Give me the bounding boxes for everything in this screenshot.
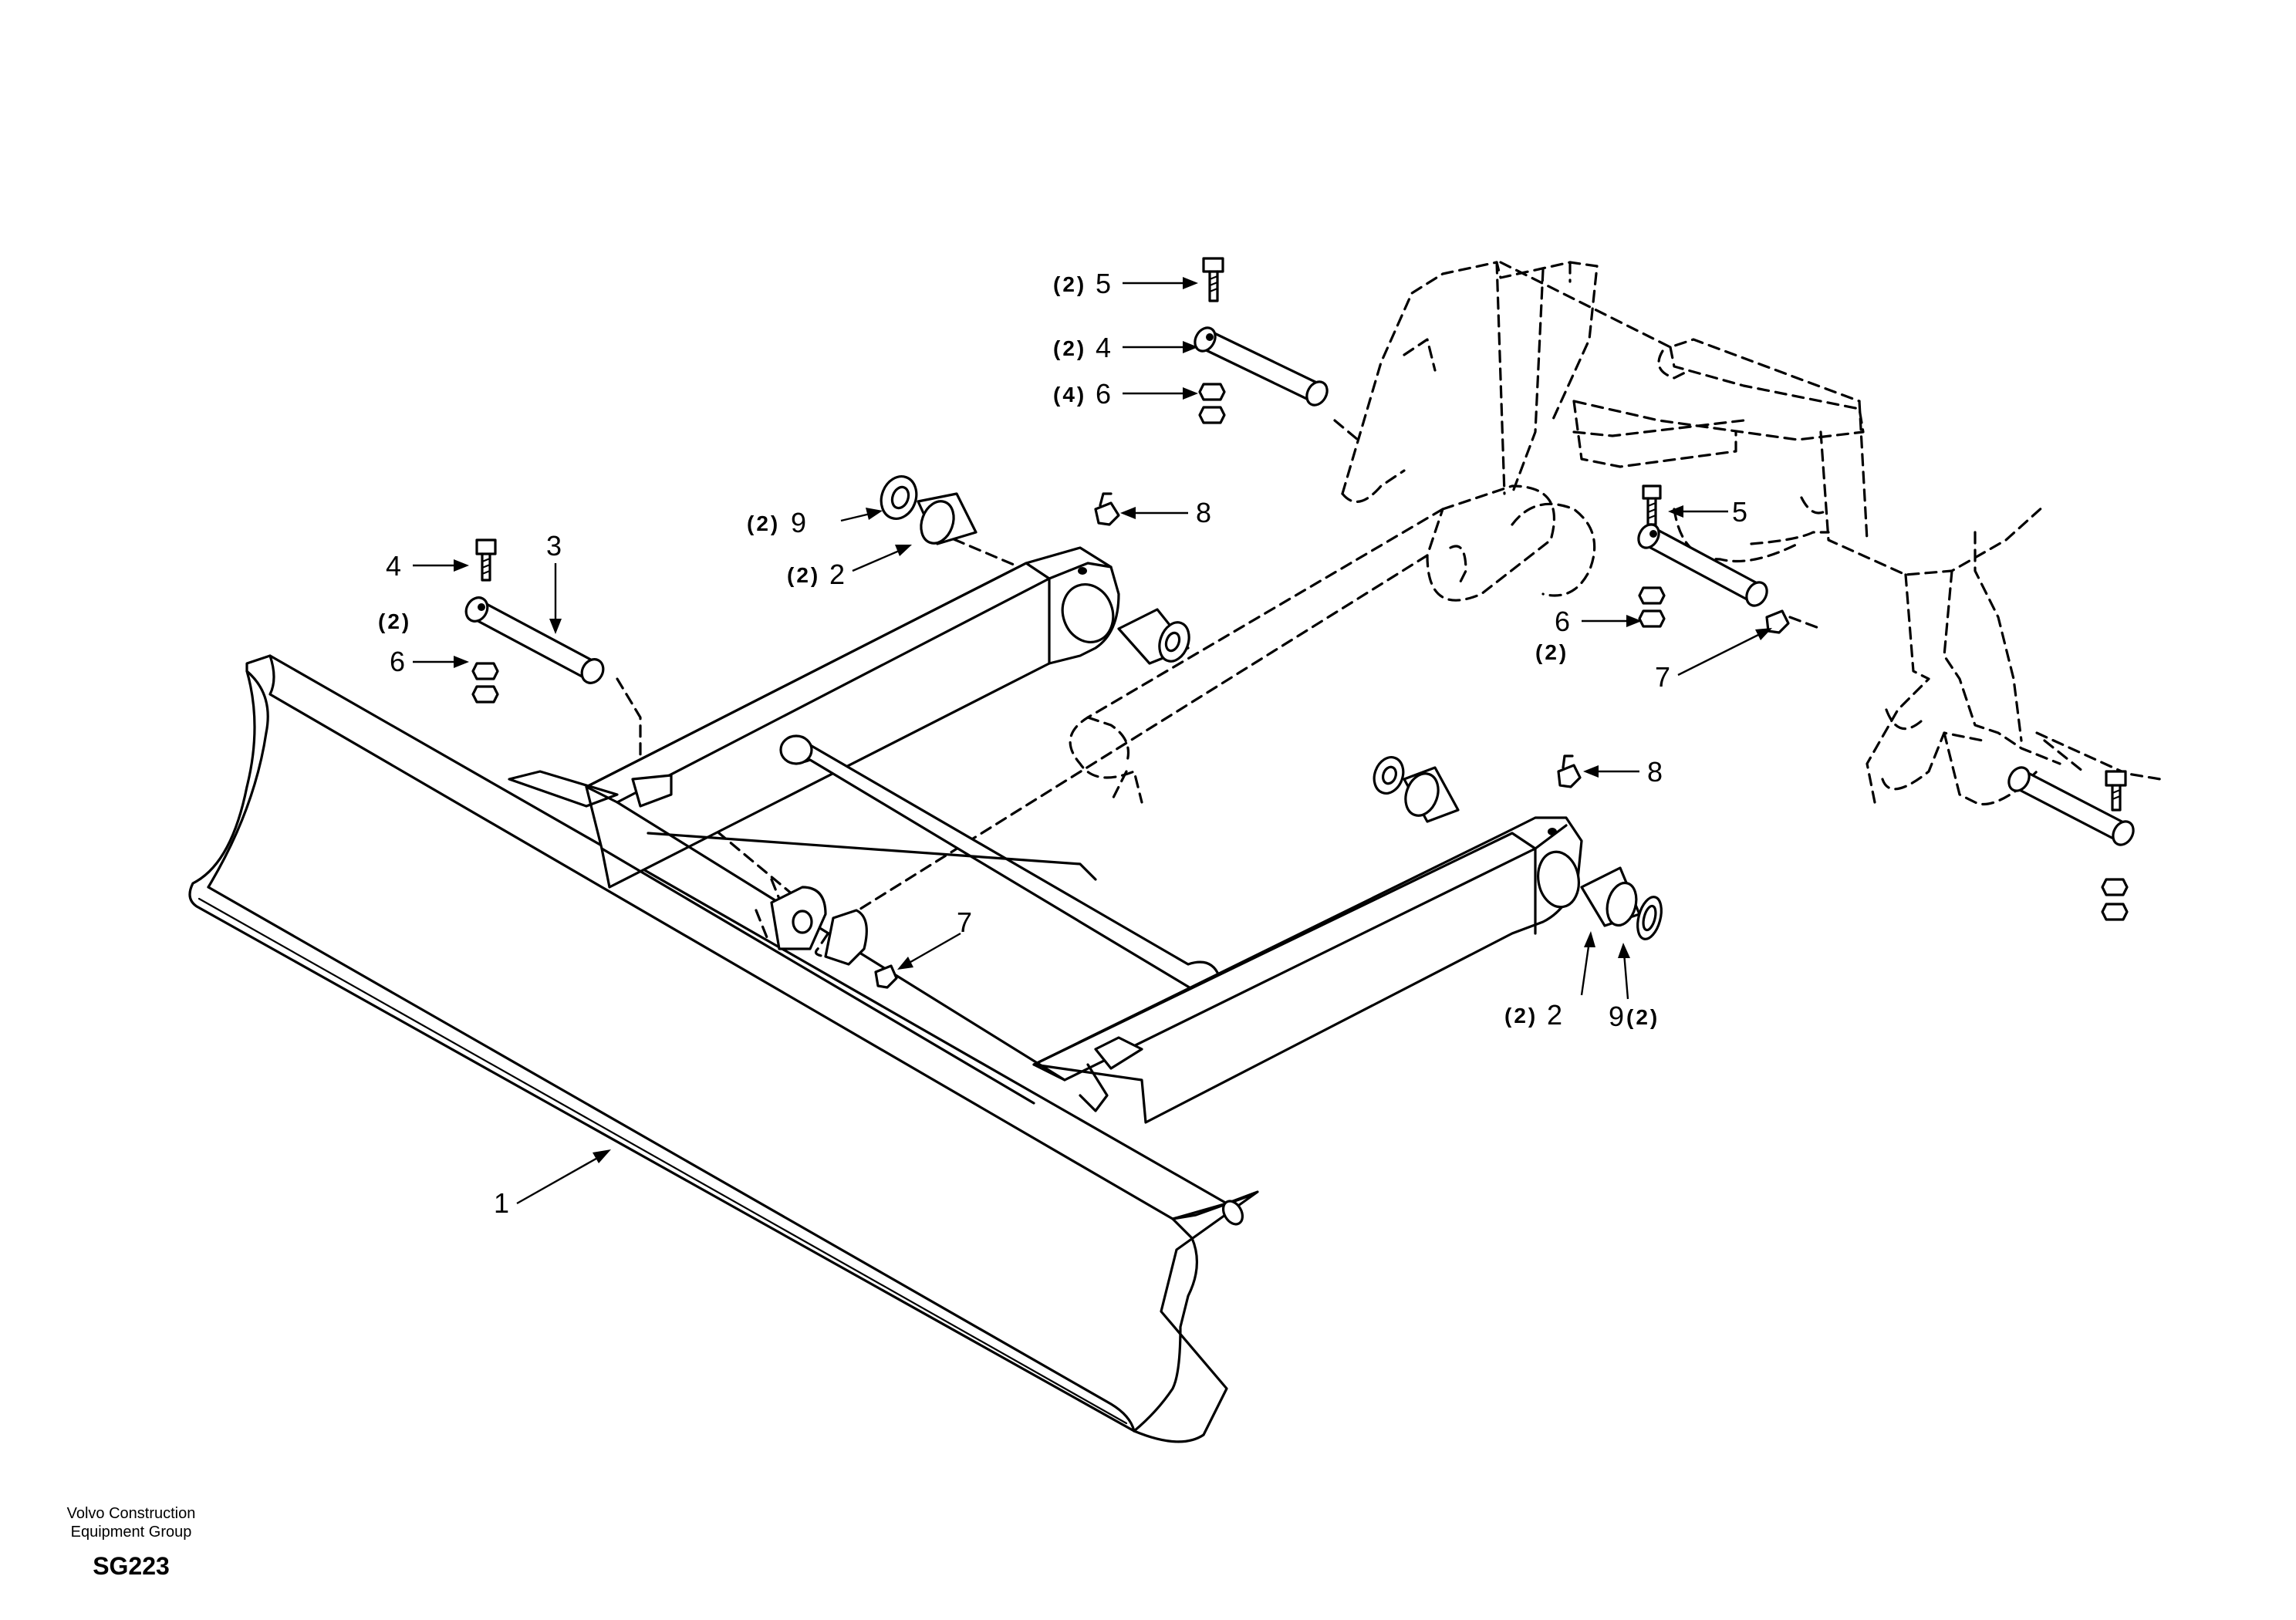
callout-1: 1 <box>494 1187 509 1219</box>
callout-5b: 5 <box>1732 496 1747 528</box>
callout-8a: 8 <box>1196 497 1211 528</box>
callout-2b-qty: (2) <box>1504 1004 1538 1028</box>
callout-labels: 1 3 4 (2) 6 (2) 9 (2) 2 8 (2) 5 (2) 4 (4… <box>378 268 1747 1219</box>
callout-6a: 6 <box>390 646 405 677</box>
footer-block: Volvo Construction Equipment Group SG223 <box>31 1504 231 1581</box>
callout-6a-qty: (2) <box>378 609 411 633</box>
callout-9b: 9 <box>1609 1001 1624 1032</box>
pin-3 <box>464 596 605 684</box>
callout-5a: 5 <box>1096 268 1111 299</box>
callout-3: 3 <box>546 530 562 562</box>
callout-6c: 6 <box>1555 606 1570 637</box>
machine-frame-outline <box>616 261 2162 958</box>
callout-7b: 7 <box>1655 661 1670 693</box>
callout-9a-qty: (2) <box>747 511 780 535</box>
leader-lines <box>413 277 1772 1205</box>
bolt-4a <box>475 538 497 582</box>
callout-6b-qty: (4) <box>1053 383 1086 407</box>
callout-4b: 4 <box>1096 332 1111 363</box>
pin-4b <box>1194 257 1329 424</box>
callout-6b: 6 <box>1096 378 1111 410</box>
pin-far-right <box>2007 766 2135 921</box>
dozer-blade <box>188 654 1259 1443</box>
callout-8b: 8 <box>1647 756 1663 788</box>
callout-6c-qty: (2) <box>1535 640 1568 664</box>
callout-2a-qty: (2) <box>787 563 820 587</box>
callout-9a: 9 <box>791 507 806 538</box>
parts <box>464 257 2135 989</box>
company-name-line2: Equipment Group <box>70 1524 192 1541</box>
nut-6a <box>471 662 499 704</box>
callout-7a: 7 <box>957 906 972 938</box>
callout-5a-qty: (2) <box>1053 272 1086 296</box>
blade-frame <box>508 546 1583 1124</box>
callout-9b-qty: (2) <box>1626 1005 1660 1029</box>
callout-2a: 2 <box>829 559 845 590</box>
callout-4b-qty: (2) <box>1053 336 1086 360</box>
callout-4a: 4 <box>386 550 401 582</box>
company-name-line1: Volvo Construction <box>66 1505 196 1522</box>
pin-right <box>1637 484 1790 634</box>
drawing-code: SG223 <box>93 1552 170 1580</box>
callout-2b: 2 <box>1547 999 1562 1031</box>
